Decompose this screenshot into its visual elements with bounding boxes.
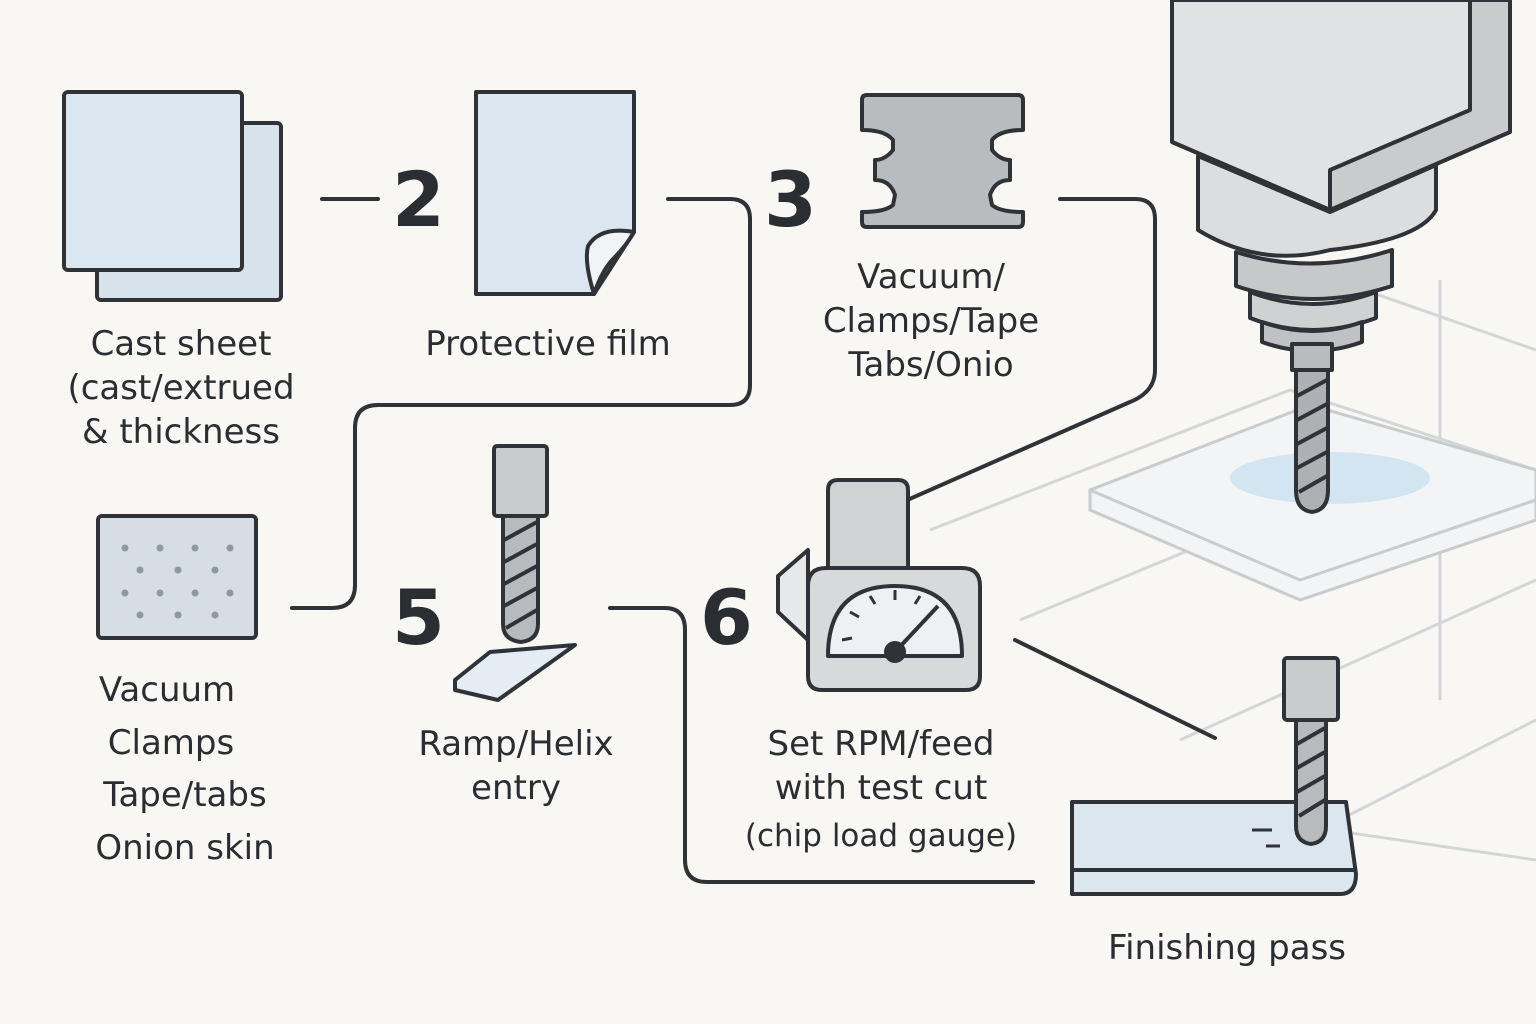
perforated-vacuum-plate-icon (96, 514, 258, 640)
entry-label-line-1: Ramp/Helix (418, 724, 614, 764)
fixture-label-line-3: Tabs/Onio (848, 345, 1014, 386)
rpm-label-line-3: (chip load gauge) (744, 818, 1018, 855)
material-label-line-2: (cast/extrued (67, 368, 295, 409)
entry-label: Ramp/Helix entry (400, 722, 632, 810)
holding-label-line-3: Tape/tabs (103, 775, 267, 816)
rpm-label: Set RPM/feed with test cut (chip load ga… (730, 722, 1032, 857)
tab-clamp-icon (860, 93, 1025, 229)
chip-load-gauge-icon (776, 478, 982, 692)
step-number-3: 3 (764, 155, 817, 244)
holding-label-line-1: Vacuum (98, 670, 236, 710)
step-number-2: 2 (392, 155, 445, 244)
material-label: Cast sheet (cast/extrued & thickness (50, 322, 312, 455)
finishing-end-mill-icon (1070, 656, 1358, 896)
fixture-label-line-2: Clamps/Tape (822, 301, 1040, 342)
flow-connectors (290, 197, 1217, 884)
rpm-label-line-1: Set RPM/feed (767, 724, 995, 764)
holding-label-line-4: Onion skin (95, 828, 275, 869)
connector-2-3 (290, 197, 752, 610)
fixture-label: Vacuum/ Clamps/Tape Tabs/Onio (800, 255, 1062, 388)
film-label: Protective film (425, 324, 671, 364)
connector-5-6 (608, 606, 1035, 884)
end-mill-icon (453, 444, 577, 702)
step-number-6: 6 (700, 573, 753, 662)
connector-6-finish (1013, 638, 1217, 740)
holding-label: Vacuum Clamps Tape/tabs Onion skin (70, 664, 300, 875)
rpm-label-line-2: with test cut (774, 768, 988, 809)
finish-label: Finishing pass (1107, 928, 1347, 968)
peeling-film-icon (474, 90, 636, 296)
fixture-label-line-1: Vacuum/ (857, 257, 1005, 297)
spindle-icon (1170, 0, 1512, 514)
holding-label-line-2: Clamps (107, 722, 235, 763)
stacked-sheets-icon (62, 90, 283, 302)
step-number-5: 5 (392, 573, 445, 662)
connector-3-spindle (878, 197, 1157, 514)
material-label-line-3: & thickness (82, 412, 280, 453)
material-label-line-1: Cast sheet (90, 324, 272, 364)
entry-label-line-2: entry (471, 768, 561, 809)
